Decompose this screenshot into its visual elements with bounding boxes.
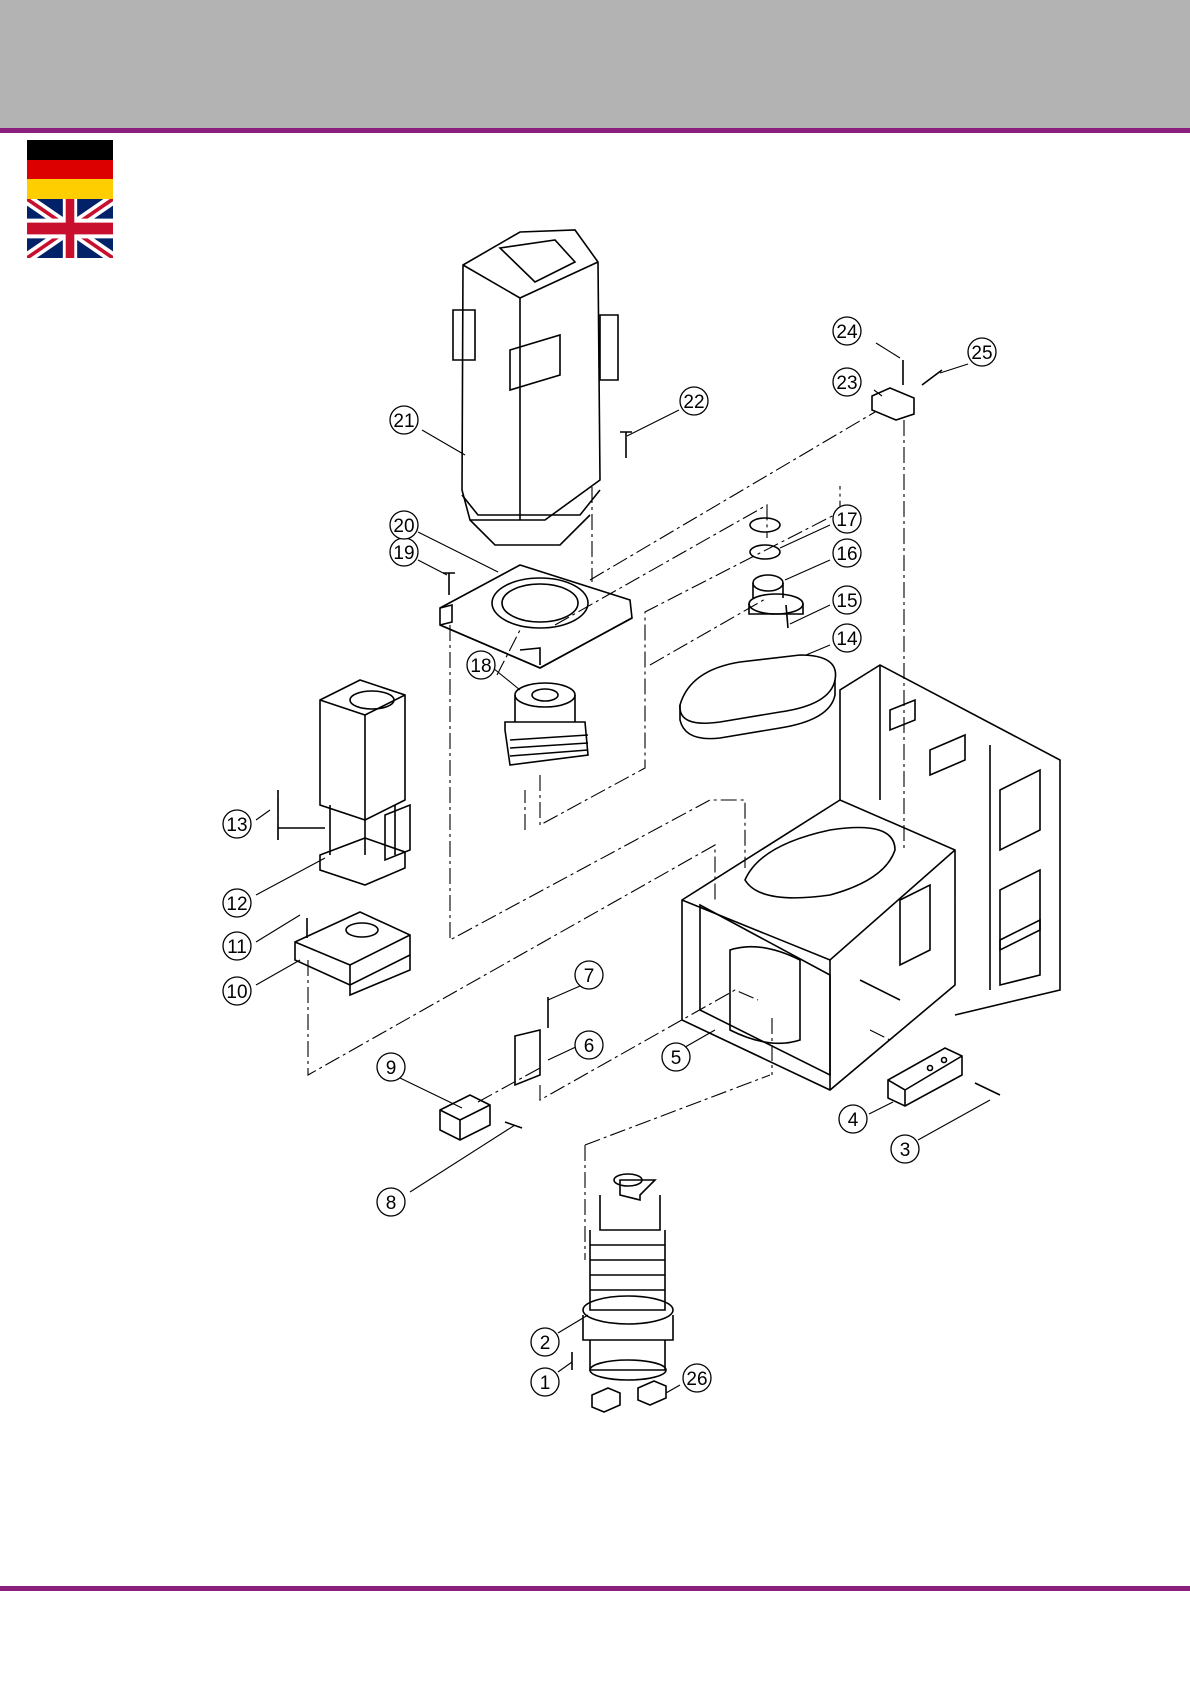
svg-text:10: 10 — [226, 982, 247, 1003]
callout-20: 20 — [390, 511, 418, 539]
cylinder-mount-part-10 — [295, 912, 410, 995]
svg-text:16: 16 — [836, 544, 857, 565]
svg-text:15: 15 — [836, 591, 857, 612]
svg-text:11: 11 — [227, 937, 247, 958]
svg-text:21: 21 — [393, 411, 414, 432]
callout-9: 9 — [377, 1053, 405, 1081]
callout-11: 11 — [223, 932, 251, 960]
svg-text:25: 25 — [971, 343, 992, 364]
callout-2: 2 — [531, 1328, 559, 1356]
svg-text:5: 5 — [671, 1048, 682, 1069]
svg-text:12: 12 — [226, 894, 247, 915]
screw-part-19 — [443, 573, 455, 595]
callout-10: 10 — [223, 977, 251, 1005]
svg-text:24: 24 — [836, 322, 858, 343]
valve-part-9 — [440, 997, 548, 1140]
callout-25: 25 — [968, 338, 996, 366]
motor-plate-part-20 — [440, 565, 632, 668]
cylinder-part-12 — [278, 680, 410, 885]
belt-part-14 — [680, 655, 836, 739]
assembly-lines — [278, 412, 904, 1260]
callout-16: 16 — [833, 539, 861, 567]
bearing-set-parts-15-17 — [749, 518, 803, 628]
svg-text:2: 2 — [540, 1333, 551, 1354]
svg-text:4: 4 — [848, 1110, 859, 1131]
svg-text:17: 17 — [836, 510, 857, 531]
svg-text:20: 20 — [393, 516, 414, 537]
screw-part-22 — [620, 432, 632, 458]
callout-15: 15 — [833, 586, 861, 614]
callout-8: 8 — [377, 1188, 405, 1216]
motor-part-21 — [453, 230, 618, 545]
callout-4: 4 — [839, 1105, 867, 1133]
callout-26: 26 — [683, 1364, 711, 1392]
svg-text:14: 14 — [836, 629, 858, 650]
callout-12: 12 — [223, 889, 251, 917]
svg-text:18: 18 — [470, 656, 491, 677]
svg-text:26: 26 — [686, 1369, 707, 1390]
callout-17: 17 — [833, 505, 861, 533]
block-part-4 — [888, 1048, 1000, 1106]
callout-3: 3 — [891, 1135, 919, 1163]
svg-text:3: 3 — [900, 1140, 911, 1161]
column-frame-part-5 — [682, 665, 1060, 1090]
svg-text:7: 7 — [584, 966, 595, 987]
callout-22: 22 — [680, 387, 708, 415]
spindle-cartridge-part-2 — [583, 1174, 673, 1380]
svg-text:1: 1 — [540, 1373, 551, 1394]
svg-text:9: 9 — [386, 1058, 397, 1079]
callout-18: 18 — [467, 651, 495, 679]
callout-23: 23 — [833, 368, 861, 396]
svg-text:6: 6 — [584, 1036, 595, 1057]
svg-text:13: 13 — [226, 815, 247, 836]
svg-text:23: 23 — [836, 373, 857, 394]
callout-1: 1 — [531, 1368, 559, 1396]
callout-14: 14 — [833, 624, 861, 652]
callout-21: 21 — [390, 406, 418, 434]
callout-13: 13 — [223, 810, 251, 838]
clamp-part-23 — [872, 360, 942, 420]
callout-6: 6 — [575, 1031, 603, 1059]
pulley-part-18 — [505, 683, 588, 765]
callout-7: 7 — [575, 961, 603, 989]
callout-5: 5 — [662, 1043, 690, 1071]
callout-24: 24 — [833, 317, 861, 345]
svg-text:8: 8 — [386, 1193, 397, 1214]
callout-leaders — [256, 343, 990, 1393]
svg-text:19: 19 — [393, 543, 414, 564]
callout-19: 19 — [390, 538, 418, 566]
svg-text:22: 22 — [683, 392, 704, 413]
